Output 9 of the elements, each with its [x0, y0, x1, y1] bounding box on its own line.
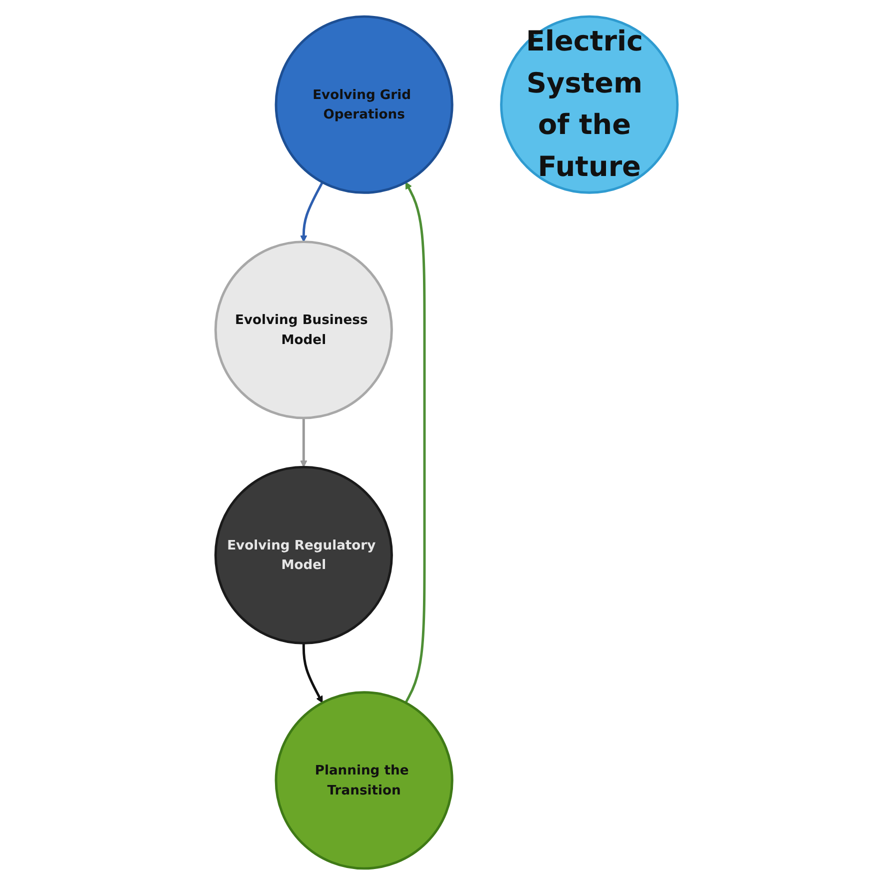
arrow — [300, 418, 308, 468]
node-circle: Evolving Regulatory Model — [214, 466, 393, 644]
arrow — [300, 182, 324, 242]
node-circle: Electric System of the Future — [500, 15, 679, 194]
node-circle: Evolving Business Model — [214, 240, 393, 420]
node-circle: Evolving Grid Operations — [274, 15, 454, 194]
arrow — [302, 643, 323, 704]
arrow — [404, 182, 426, 704]
node-circle: Planning the Transition — [274, 691, 454, 870]
